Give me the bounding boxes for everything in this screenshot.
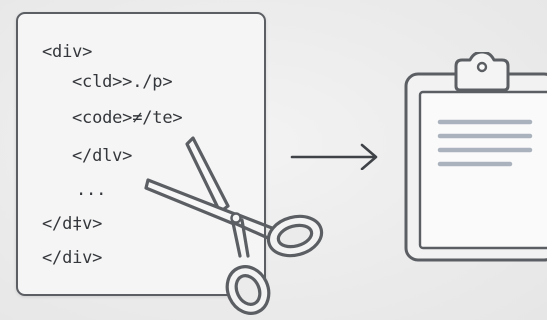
code-line: </d‡v> bbox=[42, 214, 103, 234]
arrow-right-icon bbox=[290, 143, 378, 170]
code-line: </dlv> bbox=[72, 146, 133, 166]
code-line: <div> bbox=[42, 42, 93, 62]
code-line: ... bbox=[76, 180, 107, 200]
code-line: <cld>>./p> bbox=[72, 72, 173, 92]
scissors-icon bbox=[144, 136, 324, 315]
code-line: <code>≠/te> bbox=[72, 108, 183, 128]
clipboard-icon bbox=[404, 52, 547, 262]
code-line: </div> bbox=[42, 248, 103, 268]
code-panel: <div> <cld>>./p> <code>≠/te> </dlv> ... … bbox=[16, 12, 266, 296]
